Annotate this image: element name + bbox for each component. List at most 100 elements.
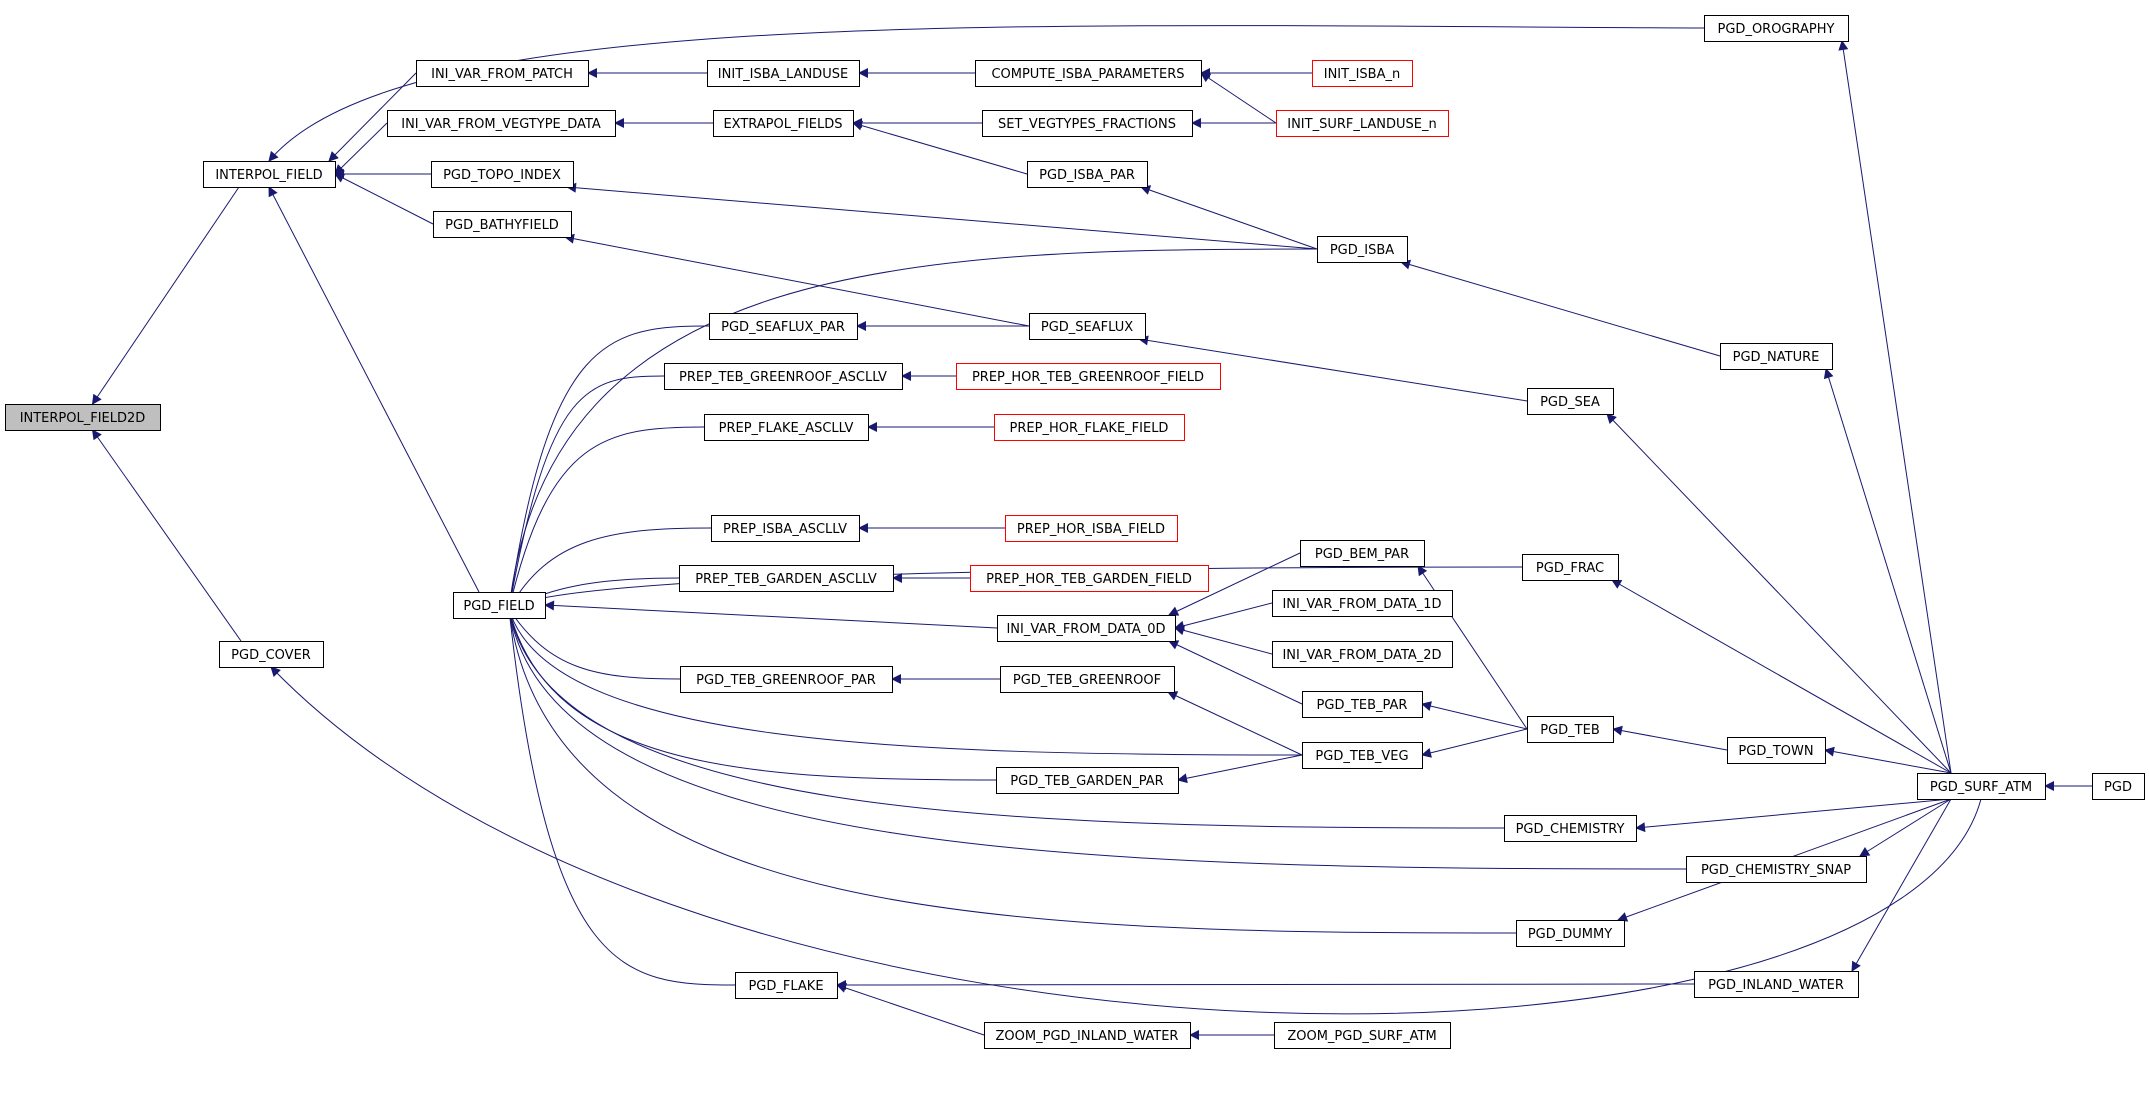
node-box xyxy=(387,110,616,137)
edge-pgd-teb-to-pgd-teb-veg xyxy=(1421,728,1528,758)
node-label: PGD_CHEMISTRY xyxy=(1516,822,1625,837)
edge-pgd-sea-to-pgd-seaflux xyxy=(1138,335,1528,402)
node-init-isba-landuse[interactable]: INIT_ISBA_LANDUSE xyxy=(707,60,860,87)
node-label: PGD_FRAC xyxy=(1536,561,1604,576)
node-pgd-seaflux-par[interactable]: PGD_SEAFLUX_PAR xyxy=(709,313,858,340)
node-pgd-flake[interactable]: PGD_FLAKE xyxy=(735,972,838,999)
node-pgd-town[interactable]: PGD_TOWN xyxy=(1727,737,1826,764)
edge-ini-var-from-vegtype-data-to-interpol-field xyxy=(334,122,388,175)
node-label: PGD_INLAND_WATER xyxy=(1708,978,1844,993)
node-pgd-frac[interactable]: PGD_FRAC xyxy=(1522,554,1619,581)
node-pgd-teb[interactable]: PGD_TEB xyxy=(1527,716,1614,743)
edge-pgd-isba-to-pgd-topo-index xyxy=(566,182,1318,250)
node-box xyxy=(1302,691,1423,718)
node-pgd-isba-par[interactable]: PGD_ISBA_PAR xyxy=(1027,161,1148,188)
node-ini-var-from-patch[interactable]: INI_VAR_FROM_PATCH xyxy=(416,60,589,87)
node-pgd-field[interactable]: PGD_FIELD xyxy=(453,592,546,619)
node-prep-flake-ascllv[interactable]: PREP_FLAKE_ASCLLV xyxy=(704,414,869,441)
node-ini-var-from-vegtype-data[interactable]: INI_VAR_FROM_VEGTYPE_DATA xyxy=(387,110,616,137)
node-ini-var-from-data-0d[interactable]: INI_VAR_FROM_DATA_0D xyxy=(997,615,1176,642)
edge-pgd-town-to-pgd-teb xyxy=(1612,725,1728,751)
node-box xyxy=(1694,971,1859,998)
node-interpol-field2d[interactable]: INTERPOL_FIELD2D xyxy=(5,404,161,431)
node-interpol-field[interactable]: INTERPOL_FIELD xyxy=(203,161,336,188)
node-box xyxy=(1704,15,1849,42)
node-pgd-inland-water[interactable]: PGD_INLAND_WATER xyxy=(1694,971,1859,998)
edge-pgd-isba-par-to-extrapol-fields xyxy=(852,120,1028,175)
node-label: PREP_ISBA_ASCLLV xyxy=(723,522,847,537)
edge-pgd-surf-atm-to-pgd-town xyxy=(1824,746,1952,774)
node-prep-hor-teb-garden-field[interactable]: PREP_HOR_TEB_GARDEN_FIELD xyxy=(970,565,1209,592)
node-pgd-orography[interactable]: PGD_OROGRAPHY xyxy=(1704,15,1849,42)
node-label: PGD_SEA xyxy=(1540,395,1600,410)
node-pgd-seaflux[interactable]: PGD_SEAFLUX xyxy=(1029,313,1146,340)
node-pgd-cover[interactable]: PGD_COVER xyxy=(219,641,324,668)
node-box xyxy=(1029,313,1146,340)
node-label: INI_VAR_FROM_DATA_2D xyxy=(1282,648,1441,663)
edge-pgd-seaflux-to-pgd-bathyfield xyxy=(564,233,1030,327)
edge-pgd-nature-to-pgd-isba xyxy=(1400,259,1721,357)
node-init-surf-landuse-n[interactable]: INIT_SURF_LANDUSE_n xyxy=(1276,110,1449,137)
node-pgd-teb-garden-par[interactable]: PGD_TEB_GARDEN_PAR xyxy=(996,767,1179,794)
node-prep-hor-teb-greenroof-field[interactable]: PREP_HOR_TEB_GREENROOF_FIELD xyxy=(956,363,1221,390)
node-label: INIT_ISBA_n xyxy=(1324,67,1400,82)
node-ini-var-from-data-1d[interactable]: INI_VAR_FROM_DATA_1D xyxy=(1272,590,1453,617)
node-pgd-chemistry[interactable]: PGD_CHEMISTRY xyxy=(1504,815,1637,842)
node-zoom-pgd-inland-water[interactable]: ZOOM_PGD_INLAND_WATER xyxy=(984,1022,1191,1049)
node-pgd-dummy[interactable]: PGD_DUMMY xyxy=(1516,920,1625,947)
node-set-vegtypes-fractions[interactable]: SET_VEGTYPES_FRACTIONS xyxy=(982,110,1193,137)
edge-pgd-teb-veg-to-pgd-teb-greenroof xyxy=(1167,691,1303,756)
node-pgd-surf-atm[interactable]: PGD_SURF_ATM xyxy=(1917,773,2046,800)
node-pgd-bem-par[interactable]: PGD_BEM_PAR xyxy=(1300,540,1425,567)
node-label: PGD_CHEMISTRY_SNAP xyxy=(1701,863,1851,878)
node-prep-hor-flake-field[interactable]: PREP_HOR_FLAKE_FIELD xyxy=(994,414,1185,441)
node-box xyxy=(1276,110,1449,137)
node-box xyxy=(5,404,161,431)
edge-pgd-flake-to-pgd-field xyxy=(505,608,736,986)
node-zoom-pgd-surf-atm[interactable]: ZOOM_PGD_SURF_ATM xyxy=(1274,1022,1451,1049)
node-label: PGD_TEB_VEG xyxy=(1315,749,1408,764)
node-label: PGD_SEAFLUX xyxy=(1041,320,1133,335)
node-pgd[interactable]: PGD xyxy=(2092,773,2145,800)
edge-pgd-surf-atm-to-pgd-sea xyxy=(1606,413,1952,774)
node-box xyxy=(1272,590,1453,617)
node-init-isba-n[interactable]: INIT_ISBA_n xyxy=(1312,60,1413,87)
node-pgd-nature[interactable]: PGD_NATURE xyxy=(1720,343,1833,370)
node-prep-isba-ascllv[interactable]: PREP_ISBA_ASCLLV xyxy=(711,515,860,542)
node-box xyxy=(713,110,854,137)
node-prep-teb-greenroof-ascllv[interactable]: PREP_TEB_GREENROOF_ASCLLV xyxy=(664,363,903,390)
node-box xyxy=(203,161,336,188)
edge-ini-var-from-data-0d-to-pgd-field xyxy=(544,600,998,629)
node-pgd-sea[interactable]: PGD_SEA xyxy=(1527,388,1614,415)
node-box xyxy=(735,972,838,999)
node-pgd-bathyfield[interactable]: PGD_BATHYFIELD xyxy=(433,211,572,238)
node-label: PGD_TEB_GREENROOF_PAR xyxy=(696,673,876,688)
node-prep-hor-isba-field[interactable]: PREP_HOR_ISBA_FIELD xyxy=(1005,515,1178,542)
node-compute-isba-parameters[interactable]: COMPUTE_ISBA_PARAMETERS xyxy=(975,60,1202,87)
node-prep-teb-garden-ascllv[interactable]: PREP_TEB_GARDEN_ASCLLV xyxy=(679,565,894,592)
node-box xyxy=(996,767,1179,794)
node-box xyxy=(679,565,894,592)
node-box xyxy=(1727,737,1826,764)
node-pgd-topo-index[interactable]: PGD_TOPO_INDEX xyxy=(431,161,574,188)
node-box xyxy=(1527,716,1614,743)
node-pgd-chemistry-snap[interactable]: PGD_CHEMISTRY_SNAP xyxy=(1686,856,1867,883)
node-label: PGD_FLAKE xyxy=(748,979,823,994)
node-label: PGD xyxy=(2104,780,2132,795)
edge-pgd-teb-veg-to-pgd-teb-garden-par xyxy=(1177,754,1303,784)
edge-pgd-seaflux-par-to-pgd-field xyxy=(505,325,710,610)
node-pgd-teb-greenroof[interactable]: PGD_TEB_GREENROOF xyxy=(1000,666,1175,693)
node-pgd-isba[interactable]: PGD_ISBA xyxy=(1317,236,1408,263)
node-label: PGD_TOPO_INDEX xyxy=(443,168,561,183)
node-box xyxy=(1516,920,1625,947)
node-box xyxy=(1302,742,1423,769)
node-label: PGD_DUMMY xyxy=(1528,927,1612,942)
node-extrapol-fields[interactable]: EXTRAPOL_FIELDS xyxy=(713,110,854,137)
edge-pgd-chemistry-snap-to-pgd-field xyxy=(505,608,1687,870)
node-ini-var-from-data-2d[interactable]: INI_VAR_FROM_DATA_2D xyxy=(1272,641,1453,668)
node-pgd-teb-veg[interactable]: PGD_TEB_VEG xyxy=(1302,742,1423,769)
node-pgd-teb-par[interactable]: PGD_TEB_PAR xyxy=(1302,691,1423,718)
node-pgd-teb-greenroof-par[interactable]: PGD_TEB_GREENROOF_PAR xyxy=(680,666,893,693)
node-label: PGD_ISBA_PAR xyxy=(1039,168,1135,183)
